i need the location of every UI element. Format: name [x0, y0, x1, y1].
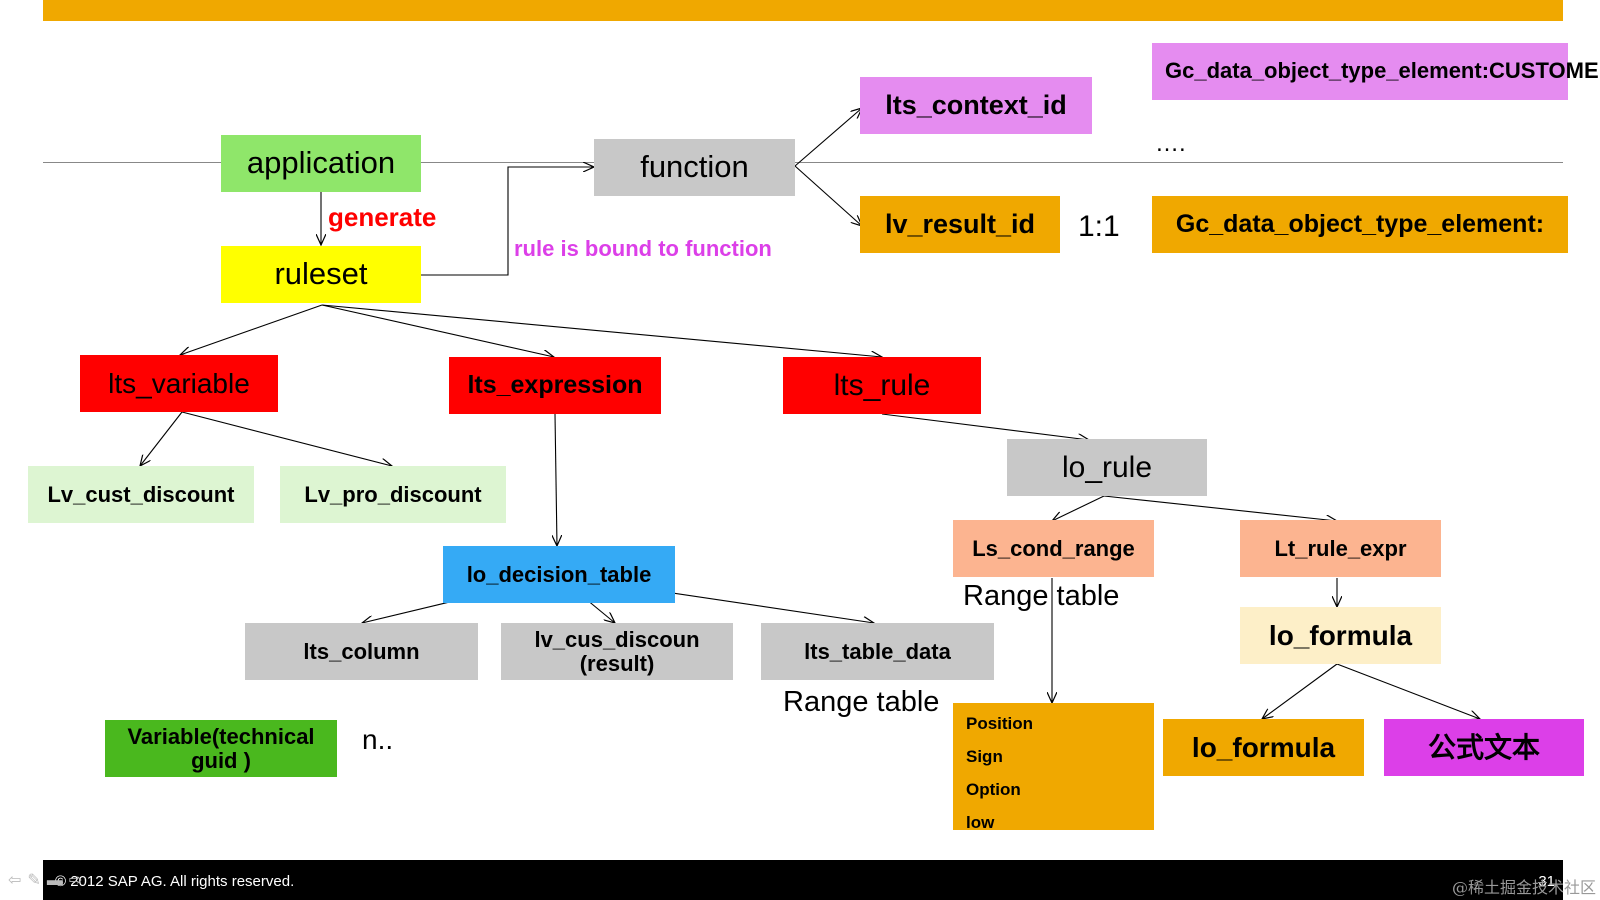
application-node: application — [221, 135, 421, 192]
arrow-lorule-cond — [1052, 495, 1105, 521]
copyright-text: © 2012 SAP AG. All rights reserved. — [55, 873, 295, 890]
ellipsis-label: …. — [1155, 130, 1186, 157]
lts-expression-node: lts_expression — [449, 357, 661, 414]
gc-data-node: Gc_data_object_type_element: — [1152, 196, 1568, 253]
arrow-expression-decision — [555, 413, 557, 546]
lts-table-data-node: lts_table_data — [761, 623, 994, 680]
lv-cust-discount-node: Lv_cust_discount — [28, 466, 254, 523]
arrow-variable-pro — [181, 411, 392, 466]
range-field-item: Option — [966, 780, 1021, 799]
range-field-item: Position — [966, 714, 1034, 733]
lts-variable-node: lts_variable — [80, 355, 278, 412]
slide-nav-icons[interactable]: ⇦✎▬⇨ — [8, 870, 88, 890]
arrow-ruleset-rule — [321, 304, 882, 357]
arrow-function-result — [794, 165, 862, 226]
lts-rule-node: lts_rule — [783, 357, 981, 414]
footer-bar: © 2012 SAP AG. All rights reserved. 31 — [43, 860, 1563, 900]
range-table-label-2: Range table — [783, 686, 940, 718]
arrow-rule-lorule — [881, 413, 1089, 440]
timeline-divider — [43, 162, 1563, 163]
arrow-lorule-expr — [1103, 495, 1337, 521]
page-number: 31 — [1538, 873, 1555, 890]
variable-guid-node: Variable(technical guid ) — [105, 720, 337, 777]
n-dots-label: n.. — [362, 724, 394, 755]
watermark-text: @稀土掘金技术社区 — [1451, 878, 1596, 897]
arrow-formula-text — [1336, 663, 1480, 719]
range-fields-box: Position Sign Option low — [953, 703, 1154, 832]
formula-text-node: 公式文本 — [1384, 719, 1584, 776]
lts-context-id-node: lts_context_id — [860, 77, 1092, 134]
pen-icon[interactable]: ✎ — [27, 872, 47, 889]
forward-arrow-icon[interactable]: ⇨ — [68, 872, 89, 889]
function-node: function — [594, 139, 795, 196]
arrow-formula-formula — [1262, 663, 1338, 719]
range-field-item: low — [966, 813, 995, 832]
menu-icon[interactable]: ▬ — [46, 872, 69, 889]
gc-customer-node: Gc_data_object_type_element:CUSTOMER — [1152, 43, 1600, 100]
lv-cus-discoun-node: lv_cus_discoun (result) — [501, 623, 733, 680]
lo-rule-node: lo_rule — [1007, 439, 1207, 496]
back-arrow-icon[interactable]: ⇦ — [8, 872, 28, 889]
ruleset-node: ruleset — [221, 246, 421, 303]
lo-formula-top-node: lo_formula — [1240, 607, 1441, 664]
lt-rule-expr-node: Lt_rule_expr — [1240, 520, 1441, 577]
ratio-label: 1:1 — [1078, 210, 1120, 243]
arrow-ruleset-expression — [321, 304, 554, 357]
generate-label: generate — [328, 202, 437, 232]
ls-cond-range-node: Ls_cond_range — [953, 520, 1154, 577]
arrow-ruleset-variable — [180, 304, 323, 355]
rule-bound-label: rule is bound to function — [514, 236, 772, 261]
range-field-item: Sign — [966, 747, 1003, 766]
lo-decision-table-node: lo_decision_table — [443, 546, 675, 603]
lts-column-node: lts_column — [245, 623, 478, 680]
arrow-ruleset-function — [421, 167, 594, 276]
lv-pro-discount-node: Lv_pro_discount — [280, 466, 506, 523]
arrow-variable-cust — [140, 411, 183, 466]
arrow-function-context — [794, 108, 862, 167]
lo-formula-bottom-node: lo_formula — [1163, 719, 1364, 776]
lv-result-id-node: lv_result_id — [860, 196, 1060, 253]
range-table-label-1: Range table — [963, 580, 1120, 612]
top-accent-bar — [43, 0, 1563, 21]
